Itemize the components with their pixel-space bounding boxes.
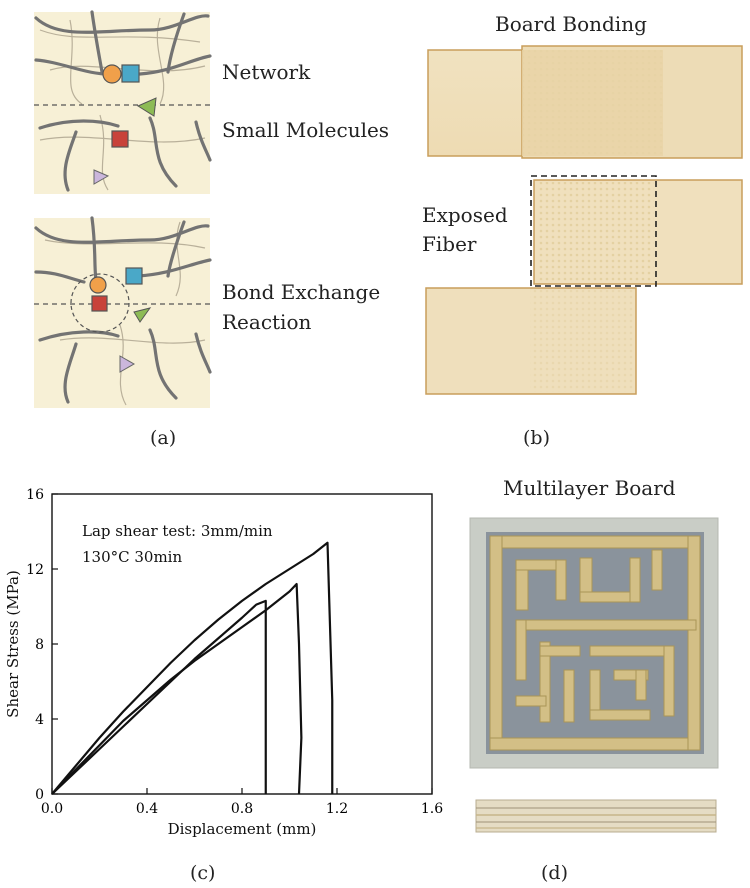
data-series: [51, 541, 334, 795]
panel-c: 0.0 0.4 0.8 1.2 1.6 0 4 8 12 16 Lap shear test: …: [0, 470, 443, 888]
x-tick-label: 0.0: [41, 801, 63, 817]
red-square-marker-exchange: [91, 295, 108, 312]
multilayer-board-title: Multilayer Board: [503, 476, 676, 500]
label-small-molecules: Small Molecules: [222, 118, 390, 142]
bottom-network-background: [34, 218, 210, 408]
panel-d: Multilayer Board: [440, 470, 750, 888]
orange-circle-marker: [102, 64, 122, 84]
green-triangle-marker-exchange: [133, 307, 152, 323]
network-strands: [34, 10, 212, 404]
green-triangle-marker: [136, 97, 157, 117]
red-square-marker: [111, 130, 129, 148]
exchange-zone-circle: [70, 273, 130, 333]
caption-b: (b): [523, 427, 550, 449]
x-tick-label: 1.6: [421, 801, 443, 817]
side-view-strip: [475, 799, 717, 833]
orange-circle-marker-exchange: [89, 276, 107, 294]
shear-stress-chart: 0.0 0.4 0.8 1.2 1.6 0 4 8 12 16 Lap shear test: …: [4, 487, 443, 838]
panel-b: Board Bonding Exposed Fiber (b): [400, 0, 750, 460]
panel-a: Network Small Molecules Bond Exchange Re…: [0, 0, 430, 450]
multilayer-board-photo: [469, 517, 719, 833]
exposed-fiber-highlight-box: [530, 175, 657, 287]
x-axis-ticks: 0.0 0.4 0.8 1.2 1.6: [41, 788, 443, 817]
circuit-traces: [489, 535, 701, 751]
label-exposed: Exposed: [422, 203, 508, 227]
x-tick-label: 1.2: [326, 801, 348, 817]
x-tick-label: 0.4: [136, 801, 158, 817]
y-tick-label: 0: [35, 787, 44, 803]
y-tick-label: 12: [26, 562, 44, 578]
series-line-3: [51, 541, 334, 795]
board-bonding-title: Board Bonding: [495, 12, 647, 36]
blue-square-marker-exchange: [125, 267, 143, 285]
board-bonding-photo: [425, 45, 743, 395]
caption-d: (d): [541, 862, 568, 884]
y-axis-ticks: 0 4 8 12 16: [26, 487, 58, 803]
label-reaction: Reaction: [222, 310, 312, 334]
label-bond-exchange: Bond Exchange: [222, 280, 381, 304]
top-network-background: [34, 12, 210, 194]
y-axis-label: Shear Stress (MPa): [4, 570, 22, 718]
annotation-test-rate: Lap shear test: 3mm/min: [82, 522, 273, 540]
y-tick-label: 8: [35, 637, 44, 653]
x-axis-label: Displacement (mm): [168, 820, 317, 838]
annotation-conditions: 130°C 30min: [82, 548, 182, 566]
series-line-1: [51, 599, 267, 795]
label-network: Network: [222, 60, 311, 84]
caption-c: (c): [190, 862, 216, 884]
lavender-triangle-marker: [93, 169, 110, 185]
x-tick-label: 0.8: [231, 801, 253, 817]
exposed-fiber-area: [538, 182, 654, 282]
blue-square-marker: [121, 64, 140, 83]
caption-a: (a): [150, 427, 177, 449]
y-tick-label: 16: [26, 487, 44, 503]
series-line-2: [51, 582, 303, 795]
label-fiber: Fiber: [422, 232, 477, 256]
y-tick-label: 4: [35, 712, 44, 728]
polymer-network-schematic: [34, 10, 212, 408]
lavender-triangle-marker-exchange: [119, 355, 136, 373]
